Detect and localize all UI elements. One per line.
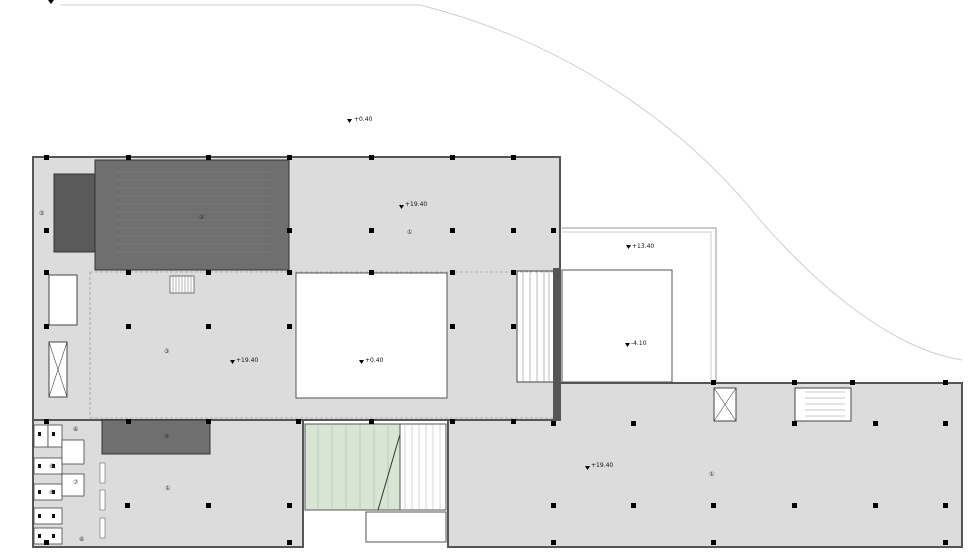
dark-block-lower bbox=[101, 419, 211, 455]
level-marker-upper-north: +19.40 bbox=[399, 201, 427, 209]
room-numbers: ① ② ⑤ ③ ④ ① ① ⑥ ⑥ ⑥ ⑦ ⑥ bbox=[39, 210, 714, 543]
site-boundary bbox=[60, 4, 963, 361]
dashed-boundary bbox=[89, 271, 553, 419]
east-core-lift-x bbox=[713, 387, 737, 422]
level-marker-terrace: +13.40 bbox=[626, 243, 654, 250]
east-core-stair bbox=[794, 387, 852, 422]
escalator-treads bbox=[522, 271, 550, 382]
green-stair bbox=[304, 423, 401, 511]
grey-stair bbox=[399, 423, 447, 511]
svg-text:①: ① bbox=[709, 471, 714, 478]
svg-text:+0.40: +0.40 bbox=[354, 116, 373, 123]
left-core-stair bbox=[48, 274, 78, 326]
escalator-bank bbox=[516, 270, 555, 383]
svg-text:⑦: ⑦ bbox=[73, 479, 79, 486]
svg-text:④: ④ bbox=[164, 433, 169, 440]
stage-block bbox=[53, 173, 96, 253]
auditorium-seating bbox=[115, 171, 270, 253]
structural-columns bbox=[44, 155, 948, 545]
south-landing bbox=[365, 511, 447, 543]
level-marker-lower-east: +19.40 bbox=[585, 462, 613, 470]
svg-text:-4.10: -4.10 bbox=[631, 340, 647, 347]
svg-text:①: ① bbox=[165, 485, 170, 492]
stair-small-treads bbox=[172, 276, 192, 293]
svg-text:③: ③ bbox=[164, 348, 169, 355]
green-stair-treads bbox=[317, 424, 389, 510]
level-marker-icon bbox=[399, 205, 404, 209]
level-marker-icon bbox=[347, 119, 352, 123]
svg-text:+19.40: +19.40 bbox=[236, 357, 258, 364]
svg-text:+0.40: +0.40 bbox=[365, 357, 384, 364]
level-marker-icon bbox=[585, 466, 590, 470]
svg-text:+13.40: +13.40 bbox=[632, 243, 654, 250]
left-core-lift-x bbox=[48, 341, 68, 398]
atrium-void bbox=[295, 272, 448, 399]
svg-text:②: ② bbox=[199, 214, 205, 221]
svg-text:⑤: ⑤ bbox=[39, 210, 44, 217]
svg-text:⑥: ⑥ bbox=[79, 536, 84, 543]
level-marker-middle-west: +19.40 bbox=[230, 357, 258, 364]
corner-marker-icon bbox=[48, 0, 54, 4]
terrace-inner bbox=[562, 231, 712, 383]
svg-text:⑥: ⑥ bbox=[49, 463, 54, 470]
level-marker-site: +0.40 bbox=[347, 116, 373, 123]
terrace-outline bbox=[562, 227, 717, 383]
level-marker-icon bbox=[359, 360, 364, 364]
svg-text:⑥: ⑥ bbox=[49, 489, 54, 496]
svg-text:①: ① bbox=[407, 229, 412, 236]
void-box bbox=[561, 269, 673, 383]
svg-text:+19.40: +19.40 bbox=[405, 201, 427, 208]
svg-text:+19.40: +19.40 bbox=[591, 462, 613, 469]
level-marker-icon bbox=[626, 245, 631, 249]
auditorium-block bbox=[94, 159, 290, 271]
level-marker-icon bbox=[230, 360, 235, 364]
east-core-stair-treads bbox=[805, 391, 845, 417]
level-marker-atrium: +0.40 bbox=[359, 357, 384, 364]
level-markers: +0.40 +19.40 +13.40 -4.10 +19.40 +0.40 +… bbox=[230, 116, 654, 470]
level-marker-void: -4.10 bbox=[625, 340, 647, 347]
level-marker-icon bbox=[625, 343, 630, 347]
washroom-fixtures bbox=[38, 432, 55, 538]
washrooms bbox=[33, 424, 85, 545]
stair-diagonal bbox=[377, 423, 404, 511]
svg-text:⑥: ⑥ bbox=[73, 426, 78, 433]
east-wall bbox=[553, 268, 560, 420]
grey-stair-treads bbox=[404, 424, 441, 510]
benches bbox=[99, 462, 106, 539]
